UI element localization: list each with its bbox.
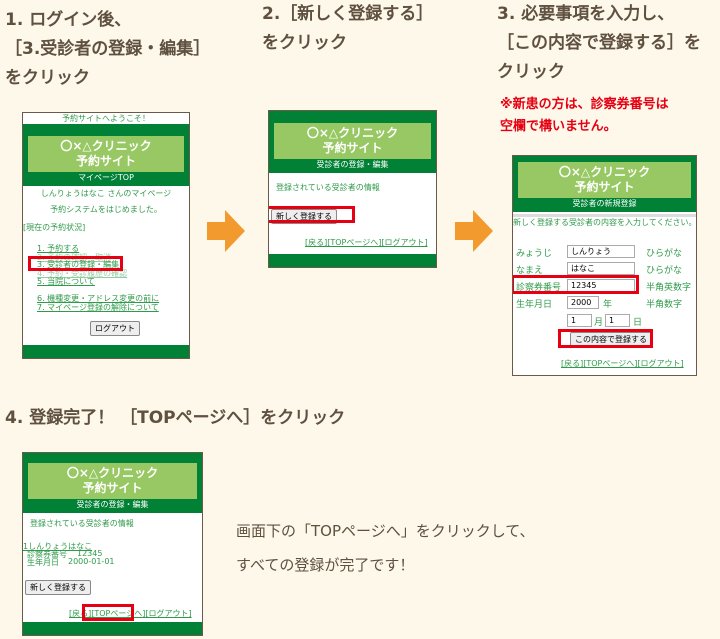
site-logo: 〇×△クリニック予約サイト xyxy=(28,136,184,172)
logout-button[interactable]: ログアウト xyxy=(90,321,140,336)
greeting: しんりょうはなこ さんのマイページ xyxy=(40,189,172,198)
birth-day-input[interactable]: 1 xyxy=(605,314,630,327)
site-logo: 〇×△クリニック予約サイト xyxy=(518,162,691,198)
arrow-right-icon xyxy=(455,210,493,252)
menu-item-device-change[interactable]: 6. 機種変更・アドレス変更の前に xyxy=(37,294,160,303)
menu-item-unregister[interactable]: 7. マイページ登録の解除について xyxy=(37,303,159,312)
step-line: ［この内容で登録する］を xyxy=(497,33,701,53)
footer-band xyxy=(269,254,436,267)
logout-link[interactable]: [ログアウト] xyxy=(145,609,192,618)
note-line: ※新患の方は、診察券番号は xyxy=(500,97,669,112)
back-link[interactable]: [戻る] xyxy=(69,609,92,618)
welcome-text: 予約サイトへようこそ！ xyxy=(62,114,150,123)
step-line: ［3.受診者の登録・編集］ xyxy=(5,39,211,59)
menu-item-reserve[interactable]: 1. 予約する xyxy=(37,244,80,253)
highlight-box xyxy=(269,206,355,223)
step-3-text: 3. 必要事項を入力し、 ［この内容で登録する］を クリック xyxy=(497,0,701,87)
step-2-text: 2.［新しく登録する］ をクリック xyxy=(262,0,433,58)
patient-name-link[interactable]: 1しんりょうはなこ xyxy=(23,542,93,551)
reservation-status-heading: [現在の予約状況] xyxy=(23,223,86,232)
nav-links[interactable]: [戻る][TOPページへ][ログアウト] xyxy=(561,359,684,368)
step-1-text: 1. ログイン後、 ［3.受診者の登録・編集］ をクリック xyxy=(5,6,210,93)
step-4-text: 4. 登録完了！ ［TOPページへ］をクリック xyxy=(5,408,346,428)
highlight-box xyxy=(82,604,134,621)
given-name-input[interactable]: はなこ xyxy=(567,262,635,275)
note-line: 空欄で構いません。 xyxy=(500,119,617,134)
footer-band xyxy=(23,345,189,358)
step-line: 3. 必要事項を入力し、 xyxy=(497,4,675,24)
month-unit: 月 xyxy=(594,318,604,328)
card-number-value: 12345 xyxy=(77,549,103,558)
birth-date-value: 2000-01-01 xyxy=(68,557,115,566)
screen-subtitle: 受診者の登録・編集 xyxy=(76,500,149,509)
field-label: 診察券番号 xyxy=(516,283,562,293)
step-line: をクリック xyxy=(5,68,90,88)
footer-band xyxy=(23,622,202,635)
field-label: みょうじ xyxy=(516,249,553,259)
screen-subtitle: マイページTOP xyxy=(78,173,134,182)
highlight-box xyxy=(28,256,123,271)
step-line: クリック xyxy=(497,62,565,82)
field-label: なまえ xyxy=(516,266,544,276)
field-hint: 半角数字 xyxy=(646,300,683,310)
message: 予約システムをはじめました。 xyxy=(50,205,162,214)
menu-item-history[interactable]: 4. 予約・受診履歴の確認 xyxy=(37,269,128,278)
new-patient-note: ※新患の方は、診察券番号は 空欄で構いません。 xyxy=(500,94,669,138)
caption-line: 画面下の「TOPページへ」をクリックして、 xyxy=(236,522,535,540)
field-hint: 半角英数字 xyxy=(646,283,692,293)
screen-registration-complete: 〇×△クリニック予約サイト 受診者の登録・編集 登録されている受診者の情報 1し… xyxy=(22,452,203,636)
screen-subtitle: 受診者の新規登録 xyxy=(572,199,637,208)
menu-item-patient-registration[interactable]: 3. 受診者の登録・編集 xyxy=(37,260,120,269)
top-page-link[interactable]: [TOPページへ] xyxy=(91,609,146,618)
field-hint: ひらがな xyxy=(646,249,683,259)
site-logo: 〇×△クリニック予約サイト xyxy=(274,123,431,159)
screen-patient-list: 〇×△クリニック予約サイト 受診者の登録・編集 登録されている受診者の情報 新し… xyxy=(268,110,437,268)
step-line: 1. ログイン後、 xyxy=(5,10,132,30)
new-registration-button[interactable]: 新しく登録する xyxy=(25,580,91,595)
arrow-right-icon xyxy=(207,210,245,252)
card-number-label: 診察券番号 xyxy=(27,550,67,559)
patient-info-heading: 登録されている受診者の情報 xyxy=(30,519,134,528)
patient-info-heading: 登録されている受診者の情報 xyxy=(276,183,380,192)
day-unit: 日 xyxy=(633,318,643,328)
screen-subtitle: 受診者の登録・編集 xyxy=(316,160,389,169)
menu-item-about[interactable]: 5. 当院について xyxy=(37,277,95,286)
year-unit: 年 xyxy=(603,300,613,310)
field-hint: ひらがな xyxy=(646,266,683,276)
completion-caption: 画面下の「TOPページへ」をクリックして、 すべての登録が完了です！ xyxy=(236,514,535,582)
field-label: 生年月日 xyxy=(516,300,553,310)
screen-mypage-top: 予約サイトへようこそ！ 〇×△クリニック予約サイト マイページTOP しんりょう… xyxy=(22,112,190,359)
birth-year-input[interactable]: 2000 xyxy=(567,296,599,309)
step-line: をクリック xyxy=(262,33,347,53)
caption-line: すべての登録が完了です！ xyxy=(236,556,415,574)
surname-input[interactable]: しんりょう xyxy=(567,245,635,258)
form-instruction: 新しく登録する受診者の内容を入力してください。 xyxy=(513,218,697,227)
birth-month-input[interactable]: 1 xyxy=(567,314,592,327)
screen-new-patient-form: 〇×△クリニック予約サイト 受診者の新規登録 新しく登録する受診者の内容を入力し… xyxy=(512,155,697,376)
site-logo: 〇×△クリニック予約サイト xyxy=(28,463,197,499)
birth-date-label: 生年月日 xyxy=(27,558,59,567)
nav-links[interactable]: [戻る][TOPページへ][ログアウト] xyxy=(305,238,428,247)
highlight-box xyxy=(558,329,653,348)
highlight-box xyxy=(513,275,639,294)
step-line: 2.［新しく登録する］ xyxy=(262,4,434,24)
